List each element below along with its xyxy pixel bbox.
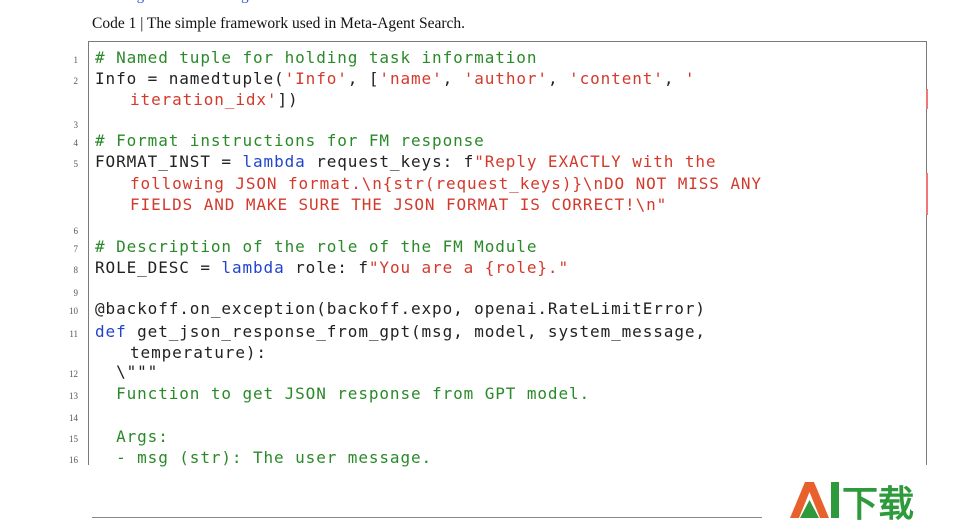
line-number: 16 bbox=[69, 455, 78, 465]
code-token: \""" bbox=[95, 362, 159, 381]
code-line: 3 bbox=[0, 112, 960, 133]
code-line: 10 @backoff.on_exception(backoff.expo, op… bbox=[0, 298, 960, 319]
code-line: temperature): bbox=[0, 342, 960, 363]
code-caption: Code 1 | The simple framework used in Me… bbox=[92, 15, 465, 32]
line-number: 2 bbox=[73, 76, 79, 86]
code-text: # Named tuple for holding task informati… bbox=[95, 47, 537, 68]
line-number: 15 bbox=[69, 434, 78, 444]
code-line: FIELDS AND MAKE SURE THE JSON FORMAT IS … bbox=[0, 194, 960, 215]
code-line: following JSON format.\n{str(request_key… bbox=[0, 173, 960, 194]
ai-download-logo-icon: 下载 bbox=[790, 482, 914, 525]
code-token: ' bbox=[684, 69, 696, 88]
svg-text:下载: 下载 bbox=[842, 484, 914, 522]
code-text: # Description of the role of the FM Modu… bbox=[95, 236, 537, 257]
code-line: 8 ROLE_DESC = lambda role: f"You are a {r… bbox=[0, 257, 960, 278]
code-token: @backoff.on_exception(backoff.expo, open… bbox=[95, 299, 706, 318]
code-text: iteration_idx']) bbox=[130, 89, 299, 110]
code-line: 13 Function to get JSON response from GP… bbox=[0, 383, 960, 404]
line-number: 10 bbox=[69, 306, 78, 316]
code-token: iteration_idx' bbox=[130, 90, 278, 109]
code-token: temperature): bbox=[130, 343, 267, 362]
code-token: FIELDS AND MAKE SURE THE JSON FORMAT IS … bbox=[130, 195, 668, 214]
code-text: # Format instructions for FM response bbox=[95, 130, 485, 151]
code-token: ]) bbox=[277, 90, 299, 109]
code-text: temperature): bbox=[130, 342, 267, 363]
code-token: def bbox=[95, 322, 127, 341]
code-token: # Description of the role of the FM Modu… bbox=[95, 237, 538, 256]
code-token: , [ bbox=[347, 69, 380, 88]
code-line: 1 # Named tuple for holding task informat… bbox=[0, 47, 960, 68]
code-text: FORMAT_INST = lambda request_keys: f"Rep… bbox=[95, 151, 716, 172]
code-line: 11 def get_json_response_from_gpt(msg, mo… bbox=[0, 321, 960, 342]
line-wrap-marker bbox=[926, 89, 928, 109]
code-line: 14 bbox=[0, 405, 960, 426]
line-number: 4 bbox=[73, 138, 79, 148]
code-listing-frame bbox=[88, 41, 927, 465]
code-line: iteration_idx']) bbox=[0, 89, 960, 110]
line-number: 8 bbox=[73, 265, 79, 275]
code-line: 16 - msg (str): The user message. bbox=[0, 447, 960, 468]
code-token: , bbox=[663, 69, 685, 88]
code-token: 'content' bbox=[569, 69, 664, 88]
code-token: ROLE_DESC = bbox=[95, 258, 222, 277]
code-token: 'name' bbox=[379, 69, 443, 88]
code-text: def get_json_response_from_gpt(msg, mode… bbox=[95, 321, 706, 342]
code-token: role: f bbox=[284, 258, 369, 277]
code-token: FORMAT_INST = bbox=[95, 152, 243, 171]
code-line: 6 bbox=[0, 218, 960, 239]
watermark-logo: 下载 bbox=[788, 478, 928, 525]
footnote-rule bbox=[92, 517, 762, 518]
code-text: following JSON format.\n{str(request_key… bbox=[130, 173, 762, 194]
code-token: Info = namedtuple( bbox=[95, 69, 285, 88]
code-token: 'author' bbox=[463, 69, 548, 88]
line-number: 14 bbox=[69, 413, 78, 423]
line-wrap-marker bbox=[926, 173, 928, 215]
code-text: Info = namedtuple('Info', ['name', 'auth… bbox=[95, 68, 695, 89]
line-number: 9 bbox=[73, 288, 79, 298]
code-token: request_keys: f bbox=[305, 152, 475, 171]
code-token: , bbox=[442, 69, 464, 88]
code-token: - msg (str): The user message. bbox=[95, 448, 433, 467]
code-text: ROLE_DESC = lambda role: f"You are a {ro… bbox=[95, 257, 569, 278]
line-number: 13 bbox=[69, 391, 78, 401]
code-text: FIELDS AND MAKE SURE THE JSON FORMAT IS … bbox=[130, 194, 667, 215]
code-token: 'Info' bbox=[284, 69, 348, 88]
code-line: 15 Args: bbox=[0, 426, 960, 447]
code-token: lambda bbox=[221, 258, 285, 277]
code-token: lambda bbox=[242, 152, 306, 171]
code-token: # Format instructions for FM response bbox=[95, 131, 485, 150]
code-token: "You are a {role}." bbox=[368, 258, 569, 277]
previous-page-link-text-fragment: Meta Agent Search with guidance bbox=[92, 0, 452, 4]
code-token: Args: bbox=[95, 427, 169, 446]
code-line: 5 FORMAT_INST = lambda request_keys: f"Re… bbox=[0, 151, 960, 172]
code-line: 12 \""" bbox=[0, 361, 960, 382]
code-text: @backoff.on_exception(backoff.expo, open… bbox=[95, 298, 706, 319]
code-line: 4 # Format instructions for FM response bbox=[0, 130, 960, 151]
code-token: , bbox=[547, 69, 570, 88]
line-number: 7 bbox=[73, 244, 79, 254]
line-number: 6 bbox=[73, 226, 79, 236]
code-token: # Named tuple for holding task informati… bbox=[95, 48, 538, 67]
code-text: Function to get JSON response from GPT m… bbox=[95, 383, 590, 404]
code-line: 9 bbox=[0, 280, 960, 301]
code-line: 2 Info = namedtuple('Info', ['name', 'aut… bbox=[0, 68, 960, 89]
code-text: \""" bbox=[95, 361, 158, 382]
code-token: get_json_response_from_gpt(msg, model, s… bbox=[126, 322, 706, 341]
code-text: - msg (str): The user message. bbox=[95, 447, 432, 468]
line-number: 11 bbox=[69, 329, 78, 339]
code-line: 7 # Description of the role of the FM Mod… bbox=[0, 236, 960, 257]
code-token: "Reply EXACTLY with the bbox=[474, 152, 717, 171]
code-token: Function to get JSON response from GPT m… bbox=[95, 384, 591, 403]
line-number: 5 bbox=[73, 159, 79, 169]
line-number: 12 bbox=[69, 369, 78, 379]
code-token: following JSON format.\n{str(request_key… bbox=[130, 174, 762, 193]
code-text: Args: bbox=[95, 426, 169, 447]
line-number: 3 bbox=[73, 120, 79, 130]
line-number: 1 bbox=[73, 55, 79, 65]
